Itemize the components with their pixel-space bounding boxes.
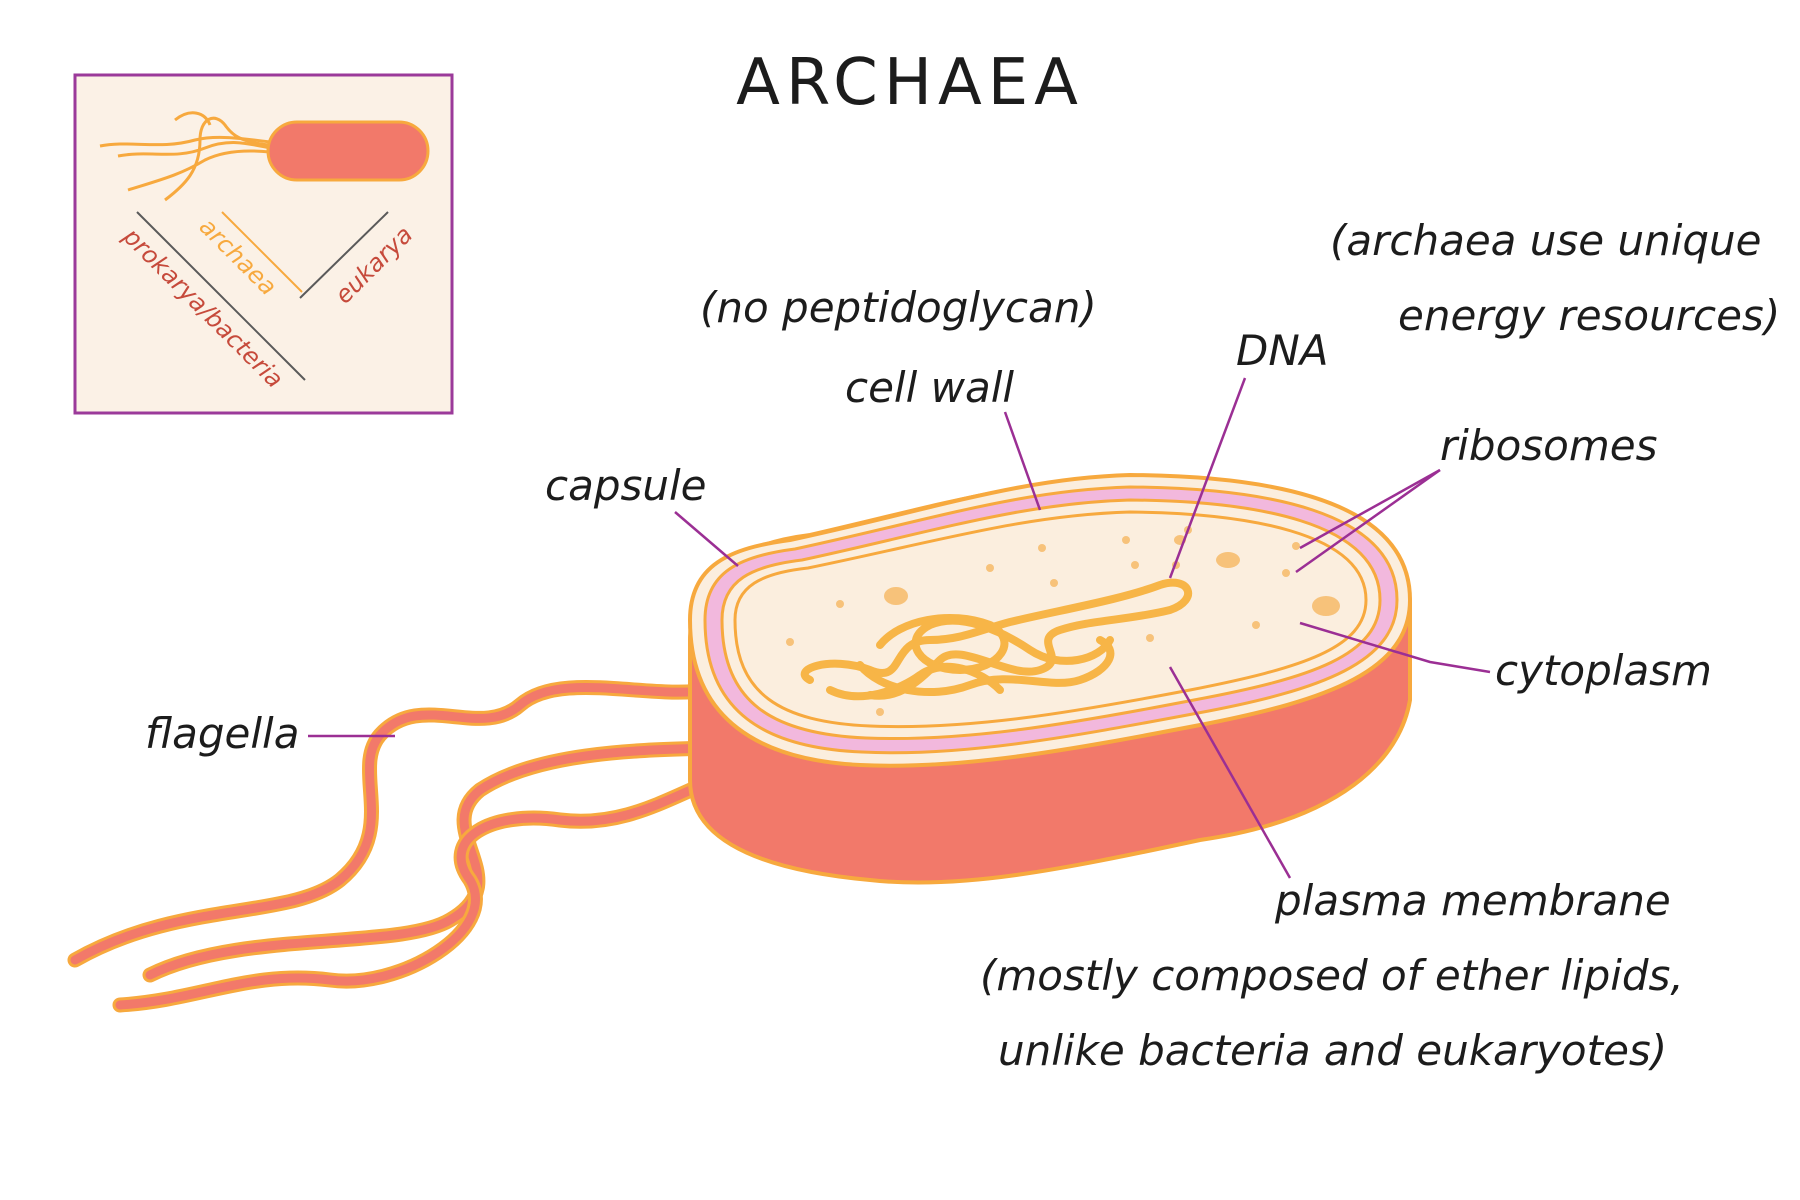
membrane-note-line-2: unlike bacteria and eukaryotes) (998, 1026, 1667, 1075)
energy-note-line-2: energy resources) (1398, 291, 1780, 340)
capsule-label: capsule (545, 461, 707, 510)
cell-wall-note: (no peptidoglycan) (700, 283, 1097, 332)
cytoplasm-leader (1299, 621, 1491, 674)
prokarya-branch (136, 211, 306, 381)
flagellum (142, 740, 720, 983)
leader-lines (308, 377, 1491, 879)
dna (800, 578, 1193, 701)
cytoplasm-label: cytoplasm (1495, 646, 1712, 695)
dna-label: DNA (1236, 326, 1329, 375)
ribosomes-leader-2 (1295, 468, 1441, 574)
archaea-branch (221, 211, 303, 293)
flagellum (112, 758, 766, 1013)
cell-wall-leader (1003, 411, 1042, 511)
plasma-membrane-leader (1168, 666, 1292, 879)
inset-cell-icon (99, 111, 430, 202)
eukarya-branch (299, 211, 389, 299)
cell-wall-label: cell wall (845, 363, 1014, 412)
archaea-cell (687, 472, 1413, 885)
capsule-leader (674, 511, 739, 567)
flagellum (67, 679, 716, 968)
dna-leader (1168, 377, 1247, 579)
diagram-title: ARCHAEA (736, 46, 1084, 120)
ribosomes-leader-1 (1299, 468, 1441, 550)
phylogeny-inset: archaea prokarya/bacteria eukarya (73, 73, 454, 415)
ribosomes (786, 526, 1340, 716)
ribosomes-label: ribosomes (1440, 421, 1658, 470)
flagella (67, 679, 766, 1013)
plasma-membrane-label: plasma membrane (1274, 876, 1671, 925)
flagella-label: flagella (145, 709, 299, 758)
membrane-note-line-1: (mostly composed of ether lipids, (980, 951, 1684, 1000)
energy-note-line-1: (archaea use unique (1330, 216, 1761, 265)
